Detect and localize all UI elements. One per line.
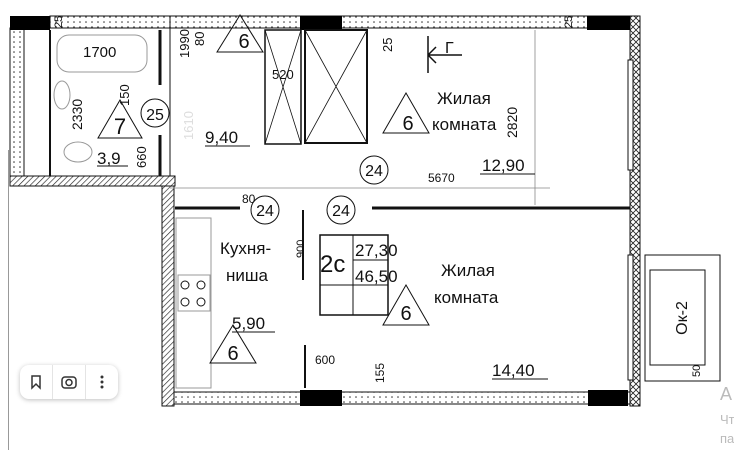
dimension: 2820	[504, 107, 520, 138]
room-tag: 6	[238, 31, 249, 53]
circle-label: 24	[365, 163, 383, 180]
dimension: 155	[373, 363, 387, 383]
room-area: 3,9	[97, 149, 121, 168]
room-name: ниша	[226, 266, 269, 285]
room-name: комната	[432, 115, 497, 134]
room-name: Кухня-	[220, 239, 271, 258]
dimension: 660	[134, 146, 149, 168]
room-labels: 6 7 6 6 6 25 24 24 24 3,9 9,40 Жилая ком…	[97, 31, 703, 380]
more-icon	[100, 375, 104, 389]
apartment-type: 2с	[320, 251, 345, 278]
side-text: па	[720, 431, 734, 446]
dimension: 80	[192, 32, 207, 46]
right-wall	[629, 15, 641, 407]
room-area: 9,40	[205, 128, 238, 147]
room-area: 14,40	[492, 361, 535, 380]
room-name: Жилая	[441, 261, 495, 280]
dimension: 1990	[177, 29, 192, 58]
visual-search-button[interactable]	[53, 365, 86, 399]
dimension: 25	[53, 16, 65, 28]
circle-label: 24	[256, 203, 274, 220]
section-mark: Г	[445, 40, 454, 57]
dimension: 520	[272, 67, 294, 82]
bath-bottom-wall	[9, 175, 176, 187]
page-divider	[8, 150, 9, 450]
dimension: 50	[691, 365, 703, 377]
total-area: 46,50	[355, 267, 398, 286]
dimension: 600	[315, 353, 335, 367]
left-wall	[9, 27, 25, 177]
bookmark-button[interactable]	[20, 365, 53, 399]
dimensions: 1700 2330 150 660 1990 80 25 520 25 25 1…	[53, 16, 575, 383]
room-name: комната	[434, 288, 499, 307]
bottom-wall	[173, 391, 631, 405]
room-tag: 6	[402, 113, 413, 135]
circle-label: 24	[332, 203, 350, 220]
lens-icon	[61, 376, 77, 389]
room-tag: 6	[400, 303, 411, 325]
room-area: 12,90	[482, 156, 525, 175]
image-toolbar	[20, 365, 118, 399]
dimension: 80	[242, 192, 256, 206]
dimension: 1700	[83, 44, 116, 61]
window-label: Ок-2	[674, 301, 691, 335]
dimension: 25	[563, 16, 575, 28]
room-tag: 7	[114, 114, 126, 139]
dimension: 25	[380, 38, 395, 52]
room-area: 5,90	[232, 314, 265, 333]
living-area: 27,30	[355, 241, 398, 260]
side-text: Чт	[720, 412, 734, 427]
room-name: Жилая	[437, 89, 491, 108]
circle-label: 25	[146, 107, 164, 124]
dimension: 900	[295, 240, 307, 258]
dimension: 2330	[69, 99, 85, 130]
dimension: 150	[117, 84, 132, 106]
more-button[interactable]	[86, 365, 118, 399]
left-hatched-wall	[161, 185, 175, 407]
dimension: 1610	[181, 111, 196, 140]
room-tag: 6	[227, 343, 238, 365]
dimension: 5670	[428, 171, 455, 185]
bookmark-icon	[31, 375, 41, 390]
side-text: А	[720, 384, 733, 404]
